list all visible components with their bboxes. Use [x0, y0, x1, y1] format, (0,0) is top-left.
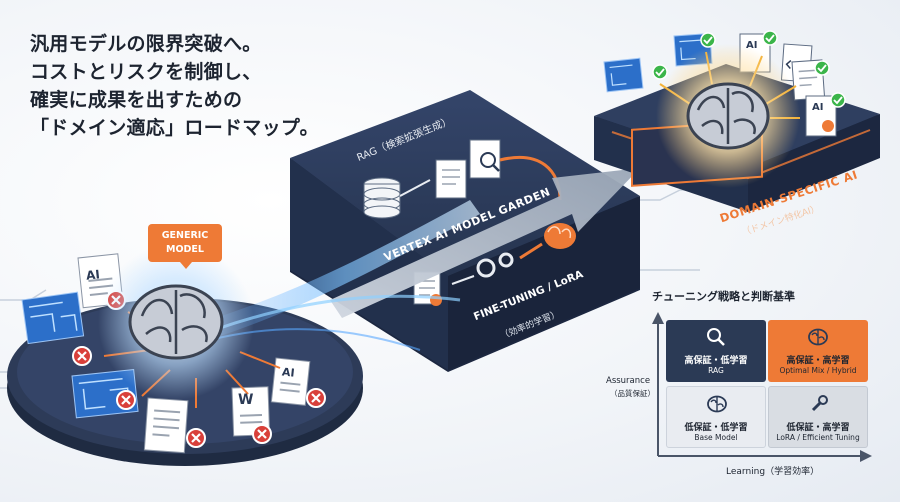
doc-w-label: W — [238, 392, 254, 408]
x-axis-label: Learning（学習効率） — [726, 467, 820, 477]
blueprint-sheet-3 — [603, 57, 644, 93]
brain-icon — [808, 328, 828, 346]
doc-ai-label: AI — [812, 102, 824, 113]
headline-line: 確実に成果を出すための — [30, 89, 243, 111]
check-icon — [652, 30, 846, 108]
matrix-axes — [652, 312, 872, 462]
database-icon — [363, 177, 401, 219]
ft-orange-arrow — [519, 242, 543, 260]
ft-flow-arrow — [451, 275, 475, 285]
orange-brain-icon — [544, 223, 576, 249]
progress-arrow — [330, 168, 640, 318]
doc-ai-label: AI — [281, 365, 296, 380]
quadrant-subtitle: LoRA / Efficient Tuning — [776, 433, 860, 442]
search-document-icon — [469, 139, 501, 179]
rag-flow-arrow — [399, 179, 431, 197]
search-icon — [707, 328, 725, 346]
wrench-icon — [811, 395, 828, 412]
headline: 汎用モデルの限界突破へ。 コストとリスクを制御し、 確実に成果を出すための 「ド… — [30, 30, 350, 142]
brain-icon — [707, 395, 727, 413]
headline-line: コストとリスクを制御し、 — [30, 61, 262, 83]
document-icon — [231, 386, 271, 437]
y-axis-sublabel: （品質保証） — [610, 389, 655, 398]
headline-line: 汎用モデルの限界突破へ。 — [30, 33, 262, 55]
domain-brain-icon — [686, 82, 770, 150]
document-icon — [435, 159, 467, 199]
quadrant-title: 高保証・高学習 — [786, 356, 850, 366]
matrix-title: チューニング戦略と判断基準 — [652, 290, 795, 303]
quadrant-high-assurance-low-learning: 高保証・低学習 RAG — [666, 320, 766, 382]
quadrant-subtitle: Optimal Mix / Hybrid — [779, 366, 857, 375]
quadrant-title: 低保証・低学習 — [684, 423, 748, 433]
generic-model-label: MODEL — [166, 244, 204, 255]
headline-line: 「ドメイン適応」ロードマップ。 — [30, 117, 319, 139]
y-axis-label: Assurance — [606, 376, 651, 386]
quadrant-title: 低保証・高学習 — [786, 423, 850, 433]
generic-model-label: GENERIC — [161, 230, 209, 241]
quadrant-title: 高保証・低学習 — [684, 356, 748, 366]
blueprint-sheet-1 — [21, 291, 85, 345]
document-icon — [270, 357, 311, 406]
quadrant-high-assurance-high-learning: 高保証・高学習 Optimal Mix / Hybrid — [768, 320, 868, 382]
generic-brain-icon — [128, 284, 224, 360]
quadrant-subtitle: Base Model — [694, 433, 738, 442]
quadrant-low-assurance-low-learning: 低保証・低学習 Base Model — [666, 386, 766, 448]
quadrant-subtitle: RAG — [708, 366, 724, 375]
gears-icon — [476, 252, 514, 278]
document-icon — [143, 397, 189, 454]
doc-ai-label: AI — [85, 267, 101, 283]
doc-ai-label: AI — [746, 40, 758, 51]
generic-model-callout: GENERIC MODEL — [148, 224, 222, 269]
quadrant-low-assurance-high-learning: 低保証・高学習 LoRA / Efficient Tuning — [768, 386, 868, 448]
